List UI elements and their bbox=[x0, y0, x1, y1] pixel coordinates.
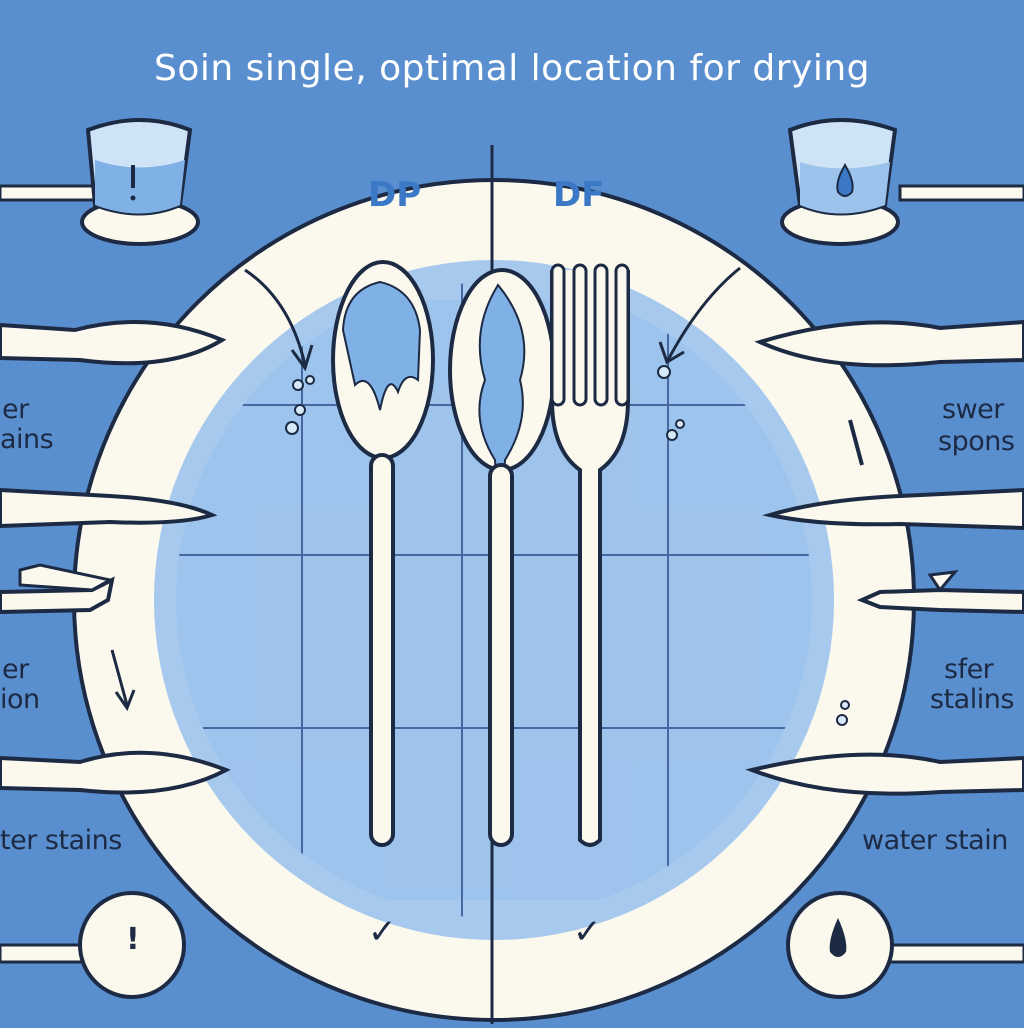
section-label-left: DP bbox=[368, 175, 422, 215]
left-label-3: ter stains bbox=[0, 825, 122, 856]
section-label-right: DF bbox=[553, 175, 605, 215]
water-drop-badge-icon bbox=[786, 891, 1024, 999]
spatula-icon bbox=[0, 563, 115, 615]
page-title: Soin single, optimal location for drying bbox=[153, 48, 871, 89]
left-label-2-line2: ion bbox=[0, 684, 40, 715]
right-label-3: water stain bbox=[862, 825, 1008, 856]
exclamation-mark: ! bbox=[126, 922, 140, 957]
right-label-2-line1: sfer bbox=[944, 654, 994, 685]
glass-icon bbox=[0, 118, 200, 246]
arrow-head-icon bbox=[658, 341, 685, 365]
center-fork bbox=[550, 263, 630, 847]
check-icon: ✓ bbox=[573, 912, 602, 952]
spoon-icon bbox=[0, 750, 231, 795]
check-icon: ✓ bbox=[368, 912, 397, 952]
dash-mark-icon bbox=[848, 419, 864, 466]
water-drop-icon bbox=[836, 163, 854, 197]
right-label-2-line2: stalins bbox=[930, 684, 1014, 715]
left-label-1-line2: ains bbox=[0, 424, 54, 455]
knife-icon bbox=[0, 487, 218, 529]
center-spoon-right bbox=[448, 268, 556, 847]
right-label-1-line2: spons bbox=[938, 426, 1015, 457]
arrow-icon bbox=[110, 649, 129, 706]
right-label-1-line1: swer bbox=[942, 394, 1004, 425]
spoon-icon bbox=[745, 752, 1024, 796]
glass-icon bbox=[780, 118, 1024, 246]
arrow-icon bbox=[666, 266, 741, 361]
left-label-2-line1: er bbox=[2, 654, 29, 685]
knife-icon bbox=[762, 487, 1024, 531]
spatula-icon bbox=[856, 570, 1024, 615]
arrow-head-icon bbox=[114, 689, 136, 712]
arrow-head-icon bbox=[290, 344, 314, 372]
arrow-icon bbox=[244, 268, 307, 366]
spoon-icon bbox=[0, 320, 227, 366]
left-label-1-line1: er bbox=[2, 394, 29, 425]
water-drop-icon bbox=[285, 365, 850, 726]
exclamation-icon bbox=[0, 891, 186, 999]
spoon-icon bbox=[754, 319, 1024, 368]
center-spoon-left bbox=[331, 260, 435, 847]
